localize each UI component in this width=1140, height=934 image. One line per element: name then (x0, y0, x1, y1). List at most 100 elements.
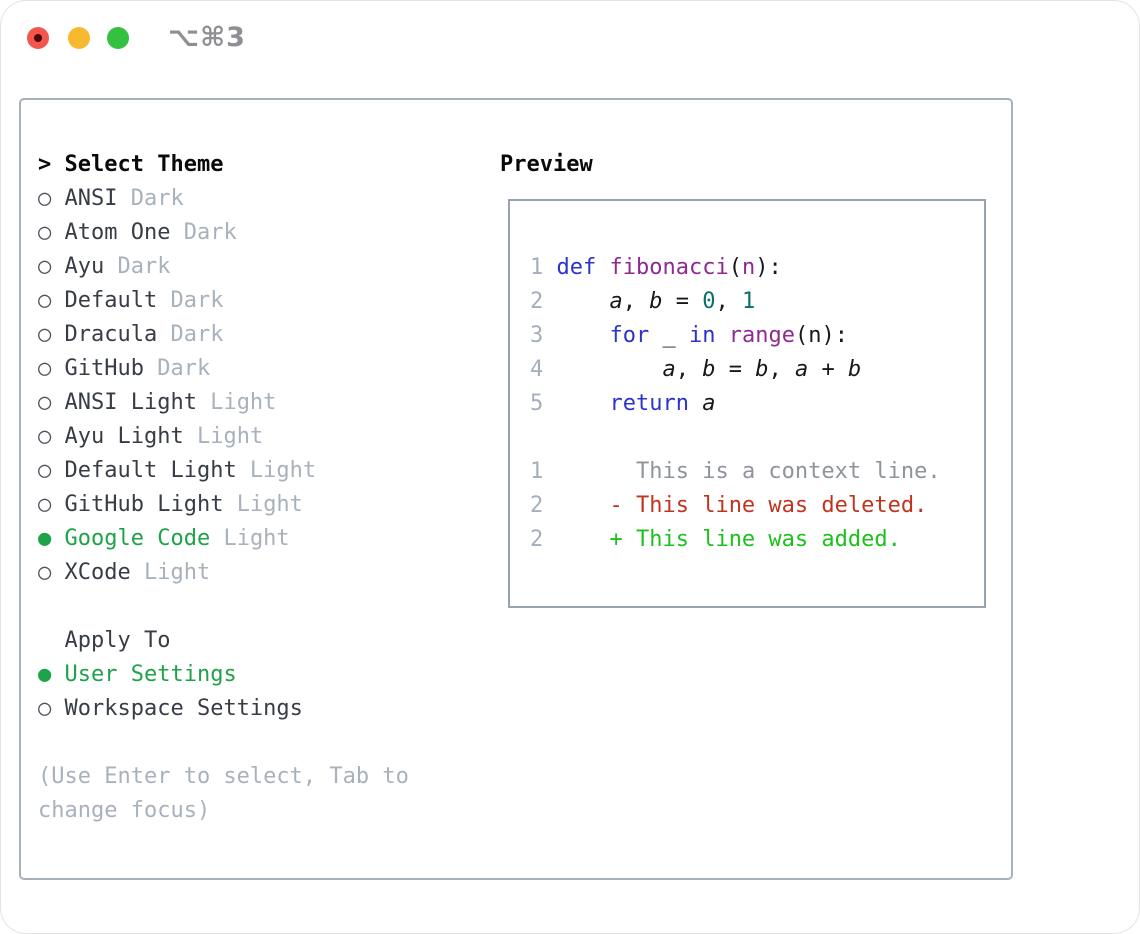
theme-option-dracula[interactable]: ○ Dracula Dark (38, 318, 409, 352)
theme-variant-tag: Dark (157, 322, 224, 347)
line-number: 1 (530, 255, 557, 280)
line-number: 2 (530, 527, 557, 552)
apply-option-workspace-settings[interactable]: ○ Workspace Settings (38, 692, 409, 726)
theme-option-ayu[interactable]: ○ Ayu Dark (38, 250, 409, 284)
code-token-pl (557, 289, 610, 314)
code-token-add: + This line was added. (609, 527, 901, 552)
code-line: 3 for _ in range(n): (530, 319, 941, 353)
radio-icon: ○ (38, 560, 65, 585)
theme-option-default-light[interactable]: ○ Default Light Light (38, 454, 409, 488)
apply-option-label: Workspace Settings (64, 696, 303, 721)
code-token-var: a (662, 357, 676, 382)
code-token-pl: + (808, 357, 848, 382)
theme-label: Ayu Light (64, 424, 184, 449)
code-token-fn: range (728, 323, 795, 348)
radio-icon: ○ (38, 254, 65, 279)
theme-label: GitHub (64, 356, 144, 381)
code-token-pl (557, 527, 610, 552)
code-line: 1 This is a context line. (530, 455, 941, 489)
unsaved-dot-icon (34, 34, 42, 42)
code-token-pl: ( (728, 255, 742, 280)
spacer (38, 590, 409, 624)
blank-line (530, 421, 941, 455)
window-title: ⌥⌘3 (168, 22, 246, 53)
theme-option-ansi-light[interactable]: ○ ANSI Light Light (38, 386, 409, 420)
apply-to-header: Apply To (38, 624, 409, 658)
theme-option-ayu-light[interactable]: ○ Ayu Light Light (38, 420, 409, 454)
line-number: 5 (530, 391, 557, 416)
code-token-pl (596, 255, 609, 280)
theme-list: > Select Theme○ ANSI Dark○ Atom One Dark… (38, 148, 409, 828)
code-token-pl (557, 493, 610, 518)
theme-label: ANSI Light (64, 390, 197, 415)
theme-variant-tag: Light (210, 526, 290, 551)
code-token-pl: , (715, 289, 742, 314)
indent (38, 628, 65, 653)
radio-icon: ○ (38, 322, 65, 347)
code-token-pl (557, 323, 610, 348)
theme-option-xcode[interactable]: ○ XCode Light (38, 556, 409, 590)
code-token-pl (557, 391, 610, 416)
theme-option-google-code[interactable]: ● Google Code Light (38, 522, 409, 556)
theme-option-github[interactable]: ○ GitHub Dark (38, 352, 409, 386)
code-token-pl: = (715, 357, 756, 382)
code-token-pl: , (768, 357, 795, 382)
theme-variant-tag: Dark (143, 356, 211, 381)
theme-option-atom-one[interactable]: ○ Atom One Dark (38, 216, 409, 250)
code-token-del: - This line was deleted. (609, 493, 928, 518)
theme-label: Atom One (64, 220, 171, 245)
close-button[interactable] (27, 27, 49, 49)
line-number: 4 (530, 357, 557, 382)
radio-icon: ○ (38, 696, 65, 721)
code-token-pl: _ (649, 323, 689, 348)
selected-radio-icon: ● (38, 526, 65, 551)
apply-option-user-settings[interactable]: ● User Settings (38, 658, 409, 692)
theme-label: ANSI (64, 186, 118, 211)
radio-icon: ○ (38, 288, 65, 313)
theme-variant-tag: Dark (117, 186, 184, 211)
theme-variant-tag: Light (130, 560, 211, 585)
code-token-var: a (609, 289, 623, 314)
code-token-pl: = (662, 289, 703, 314)
theme-variant-tag: Light (223, 492, 303, 517)
code-token-pl (715, 323, 728, 348)
cursor-icon: > (38, 152, 65, 177)
code-token-var: b (702, 357, 716, 382)
theme-label: Dracula (64, 322, 158, 347)
theme-variant-tag: Light (236, 458, 317, 483)
code-token-var: a (702, 391, 716, 416)
theme-option-default[interactable]: ○ Default Dark (38, 284, 409, 318)
code-line: 4 a, b = b, a + b (530, 353, 941, 387)
keyboard-hint-line-2: change focus) (38, 794, 409, 828)
code-token-fn: fibonacci (609, 255, 729, 280)
theme-label: Ayu (64, 254, 105, 279)
select-theme-title: Select Theme (64, 152, 224, 177)
code-line: 5 return a (530, 387, 941, 421)
apply-option-label: User Settings (64, 662, 237, 687)
select-theme-header: > Select Theme (38, 148, 409, 182)
code-token-pl (557, 459, 636, 484)
theme-option-github-light[interactable]: ○ GitHub Light Light (38, 488, 409, 522)
theme-variant-tag: Dark (157, 288, 224, 313)
code-token-pm: n (741, 255, 756, 280)
radio-icon: ○ (38, 458, 65, 483)
theme-label: Default Light (64, 458, 237, 483)
code-token-pl: ): (755, 255, 782, 280)
minimize-button[interactable] (68, 27, 90, 49)
line-number: 3 (530, 323, 557, 348)
theme-variant-tag: Dark (104, 254, 171, 279)
code-line: 2 + This line was added. (530, 523, 941, 557)
theme-label: XCode (64, 560, 131, 585)
keyboard-hint-line-1: (Use Enter to select, Tab to (38, 760, 409, 794)
code-line: 2 - This line was deleted. (530, 489, 941, 523)
theme-label: GitHub Light (64, 492, 224, 517)
theme-option-ansi[interactable]: ○ ANSI Dark (38, 182, 409, 216)
radio-icon: ○ (38, 220, 65, 245)
theme-label: Default (64, 288, 158, 313)
code-token-kw: return (609, 391, 689, 416)
radio-icon: ○ (38, 492, 65, 517)
zoom-button[interactable] (107, 27, 129, 49)
hint-text: (Use Enter to select, Tab to (38, 764, 409, 789)
